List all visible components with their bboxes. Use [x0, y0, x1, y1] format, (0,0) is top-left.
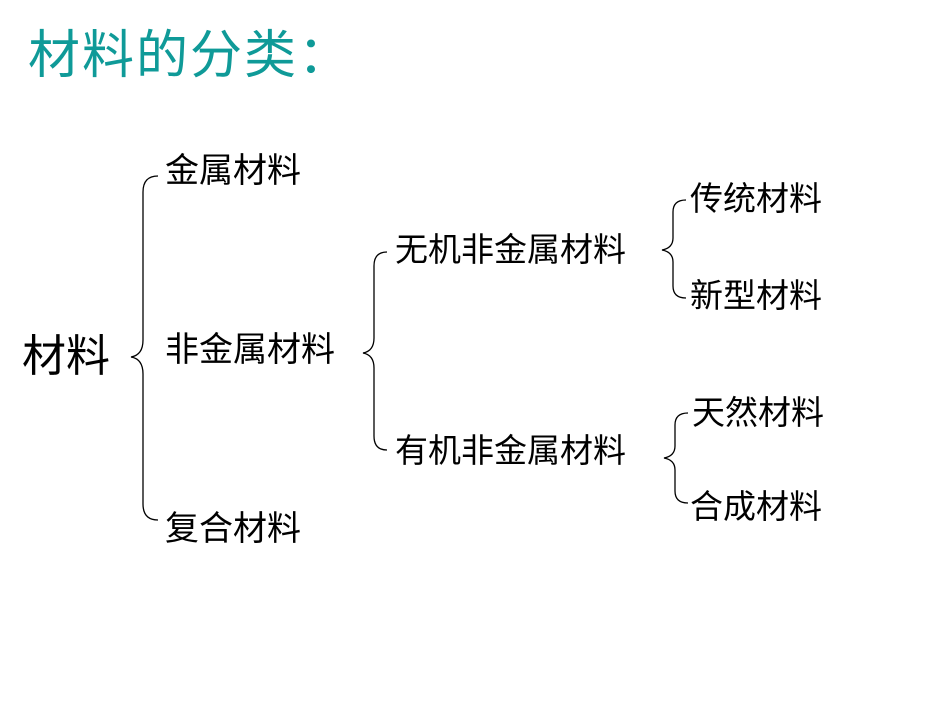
node-synthetic: 合成材料 — [690, 487, 822, 526]
node-root: 材料 — [22, 331, 110, 382]
node-new-type: 新型材料 — [690, 276, 822, 315]
node-natural: 天然材料 — [692, 393, 824, 432]
bracket-root — [130, 175, 159, 521]
node-nonmetal: 非金属材料 — [165, 330, 335, 370]
bracket-nonmetal — [362, 251, 388, 451]
page-title: 材料的分类： — [28, 26, 353, 86]
node-inorganic: 无机非金属材料 — [395, 230, 626, 269]
node-composite: 复合材料 — [165, 509, 301, 549]
node-organic: 有机非金属材料 — [395, 431, 626, 470]
bracket-inorganic — [661, 199, 687, 299]
node-metal: 金属材料 — [165, 151, 301, 191]
bracket-organic — [663, 412, 689, 504]
node-traditional: 传统材料 — [690, 179, 822, 218]
